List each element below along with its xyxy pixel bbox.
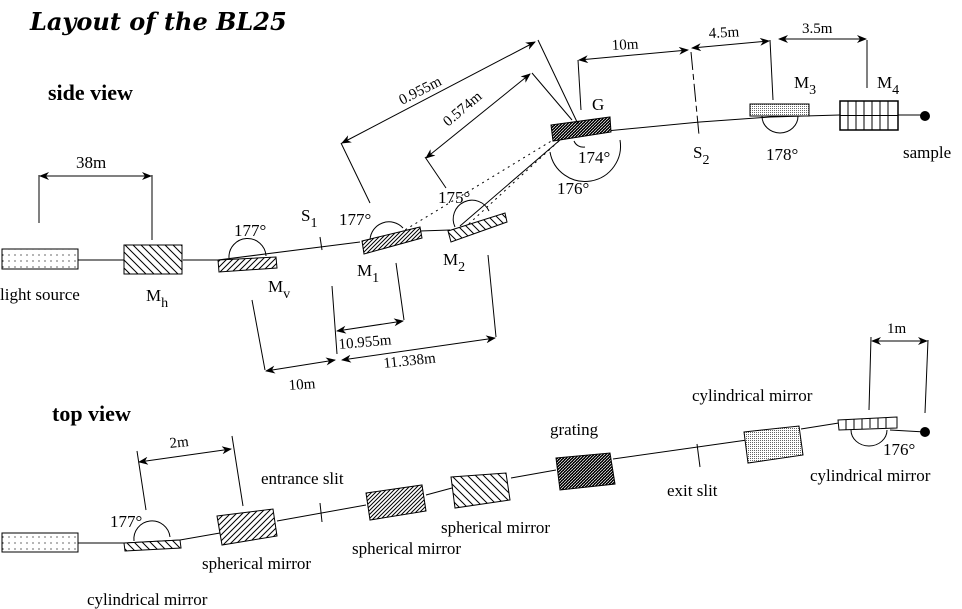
dim-35m-label: 3.5m <box>802 21 833 37</box>
g-inner-angle: 174° <box>578 148 610 167</box>
entrance-slit-label: entrance slit <box>261 469 344 488</box>
light-source-label: light source <box>0 285 80 304</box>
mv-angle: 177° <box>234 221 266 240</box>
top-cyl1-label: cylindrical mirror <box>87 590 208 609</box>
s1-label: S1 <box>301 206 317 231</box>
dim-11338m-label: 11.338m <box>383 351 437 372</box>
top-cyl2-label: cylindrical mirror <box>692 386 813 405</box>
top-cylindrical-mirror-2 <box>743 425 804 464</box>
dim-38m-label: 38m <box>76 153 106 172</box>
dim-0955m-label: 0.955m <box>397 74 445 109</box>
exit-slit-label: exit slit <box>667 481 718 500</box>
mirror-mv <box>217 256 278 273</box>
top-cylindrical-mirror-3 <box>837 416 898 431</box>
side-beam-path <box>78 114 925 261</box>
dim-2m-label: 2m <box>169 434 190 452</box>
dim-10955m-label: 10.955m <box>338 332 392 353</box>
m2-label: M2 <box>443 250 465 275</box>
dim-10m-g-s2 <box>578 46 689 64</box>
dim-2m <box>138 446 232 465</box>
dim-45m <box>691 37 770 52</box>
top-grating-label: grating <box>550 420 599 439</box>
top-spherical-mirror-3 <box>450 472 511 509</box>
m3-angle-arc <box>761 115 799 134</box>
mirror-m2 <box>447 212 508 243</box>
m2-angle: 175° <box>438 188 470 207</box>
mv-angle-arc <box>228 237 267 259</box>
top-cylindrical-mirror-1 <box>123 539 182 552</box>
top-view-heading: top view <box>52 401 131 426</box>
g-outer-angle: 176° <box>557 179 589 198</box>
slit-s2 <box>690 51 700 136</box>
grating-g <box>550 116 612 142</box>
dim-45m-label: 4.5m <box>708 24 740 42</box>
side-beam-path-alt <box>394 139 554 237</box>
m1-angle-arc <box>369 221 404 241</box>
side-view-heading: side view <box>48 80 133 105</box>
dim-0574m-label: 0.574m <box>440 88 485 130</box>
mv-label: Mv <box>268 277 290 302</box>
dim-1m-label: 1m <box>887 321 907 337</box>
dim-0574m <box>425 73 531 159</box>
m1-label: M1 <box>357 261 379 286</box>
top-cyl3-angle: 176° <box>883 440 915 459</box>
top-light-source <box>1 532 79 553</box>
top-sph1-label: spherical mirror <box>202 554 311 573</box>
m1-angle: 177° <box>339 210 371 229</box>
entrance-slit <box>319 502 323 523</box>
dim-11338m <box>341 335 496 363</box>
g-inner-arc <box>573 140 586 148</box>
top-spherical-mirror-2 <box>365 484 427 521</box>
top-cyl1-angle: 177° <box>110 512 142 531</box>
m4-label: M4 <box>877 73 899 98</box>
g-label: G <box>592 95 604 114</box>
top-grating <box>555 452 616 491</box>
dim-10m-g-s2-label: 10m <box>611 37 639 54</box>
light-source <box>1 248 79 270</box>
mirror-m4 <box>839 100 899 131</box>
top-cyl3-angle-arc <box>850 429 888 447</box>
slit-s1 <box>319 236 323 251</box>
mirror-m1 <box>361 226 423 255</box>
dim-0955m <box>341 41 536 144</box>
mirror-mh <box>123 244 183 275</box>
g-outer-arc <box>549 139 621 182</box>
top-spherical-mirror-1 <box>216 508 278 546</box>
m2-angle-arc <box>452 199 490 228</box>
m3-angle: 178° <box>766 145 798 164</box>
dim-10m-label: 10m <box>288 376 316 394</box>
dim-10m-mv-s1 <box>265 357 336 374</box>
sample-point <box>920 111 930 121</box>
mh-label: Mh <box>146 286 168 311</box>
m3-label: M3 <box>794 73 816 98</box>
exit-slit <box>696 443 701 468</box>
dim-10955m <box>336 318 404 334</box>
top-sph3-label: spherical mirror <box>441 518 550 537</box>
top-sph2-label: spherical mirror <box>352 539 461 558</box>
sample-label: sample <box>903 143 951 162</box>
top-sample-point <box>920 427 930 437</box>
s2-label: S2 <box>693 143 709 168</box>
top-cyl3-label: cylindrical mirror <box>810 466 931 485</box>
mirror-m3 <box>749 103 810 117</box>
diagram-title: Layout of the BL25 <box>29 7 287 36</box>
top-cyl1-angle-arc <box>133 520 171 542</box>
